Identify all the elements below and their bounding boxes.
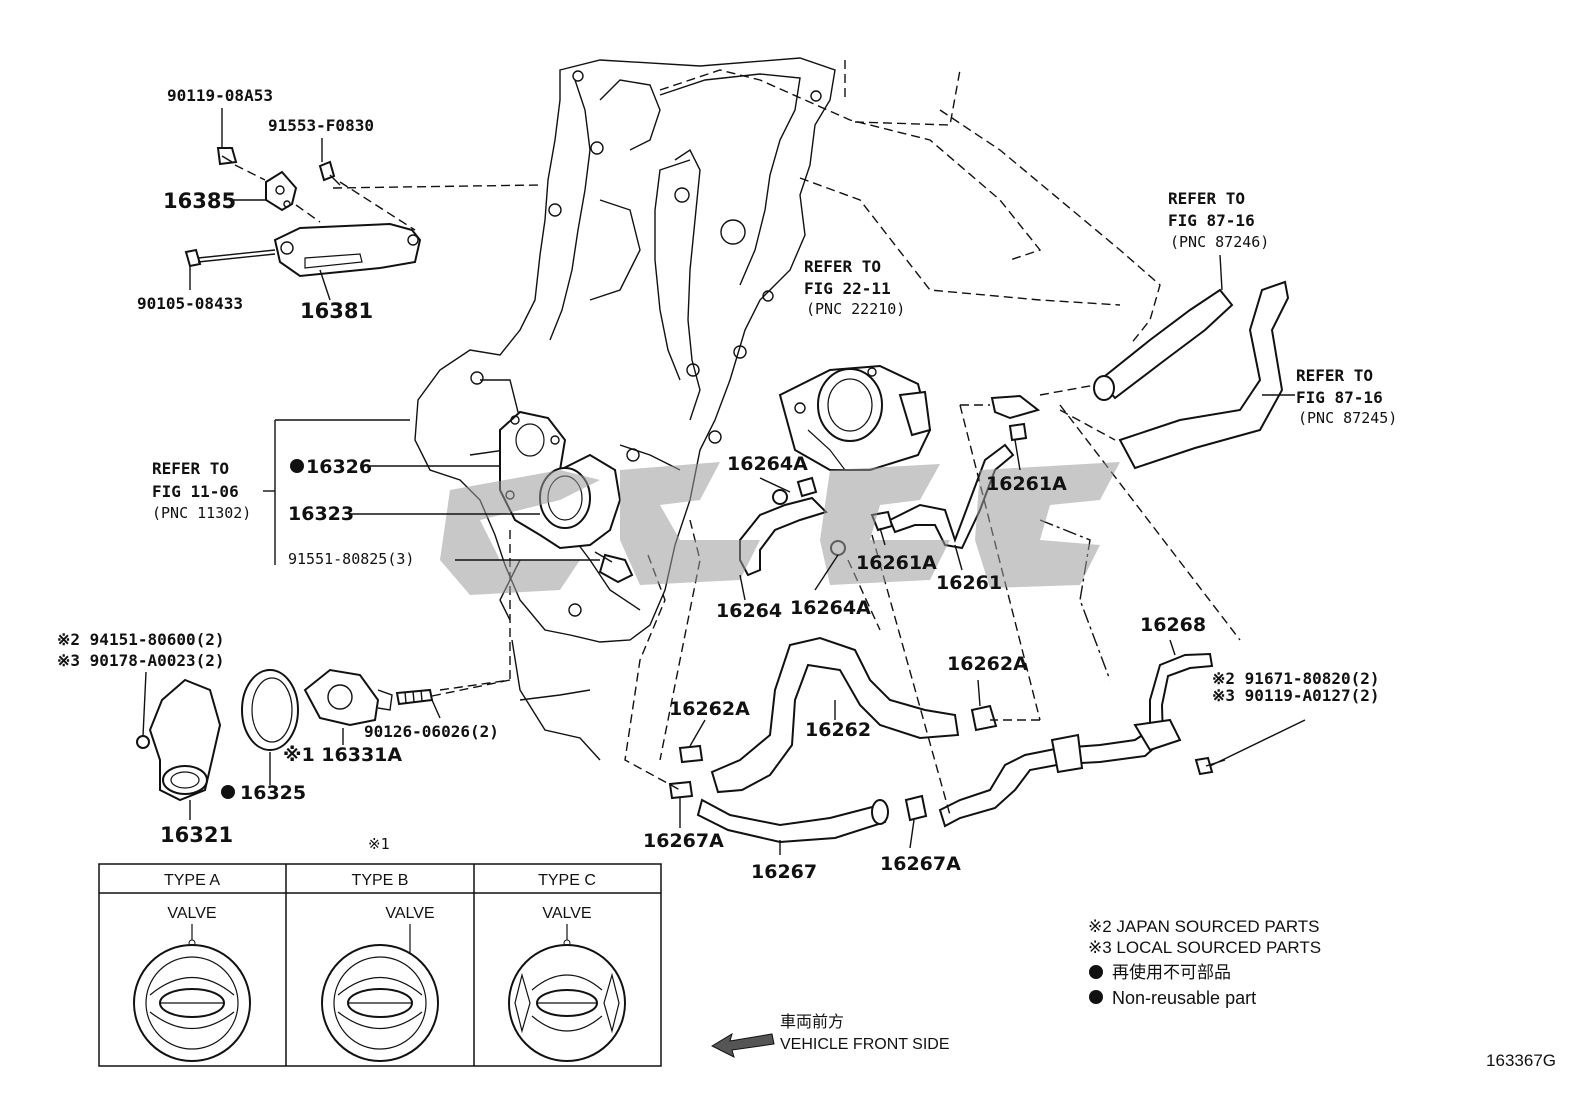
label-16262[interactable]: 16262 <box>805 719 871 741</box>
label-16261A-right[interactable]: 16261A <box>986 473 1067 495</box>
label-90126-06026[interactable]: 90126-06026(2) <box>364 722 499 741</box>
type-a-valve-label: VALVE <box>167 905 216 922</box>
type-table-ref-mark: ※1 <box>368 835 390 853</box>
label-90119-08A53[interactable]: 90119-08A53 <box>167 86 273 105</box>
type-b-thermostat-icon <box>321 924 439 1062</box>
label-16264A-bottom[interactable]: 16264A <box>790 597 871 619</box>
figure-id: 163367G <box>1486 1051 1556 1070</box>
refer-fig-22-11-line1: REFER TO <box>804 257 881 276</box>
type-c-header: TYPE C <box>538 872 596 889</box>
label-16267A-left[interactable]: 16267A <box>643 830 724 852</box>
type-a-header: TYPE A <box>164 872 220 889</box>
legend-dot-jp <box>1089 965 1103 979</box>
part-labels: 90119-08A53 91553-F0830 16385 90105-0843… <box>57 86 1397 883</box>
label-16267A-right[interactable]: 16267A <box>880 853 961 875</box>
label-90119-A0127[interactable]: ※3 90119-A0127(2) <box>1212 686 1380 705</box>
label-16385[interactable]: 16385 <box>163 189 236 213</box>
type-c-valve-label: VALVE <box>542 905 591 922</box>
vehicle-front-direction: 車両前方 VEHICLE FRONT SIDE <box>710 1013 950 1058</box>
heater-hoses <box>1093 280 1290 470</box>
legend: ※2 JAPAN SOURCED PARTS ※3 LOCAL SOURCED … <box>1088 917 1321 1008</box>
refer-fig-87-16-b-line2[interactable]: FIG 87-16 <box>1296 388 1383 407</box>
refer-fig-87-16-a-line2[interactable]: FIG 87-16 <box>1168 211 1255 230</box>
refer-fig-11-06-line3: (PNC 11302) <box>152 504 251 522</box>
direction-label-en: VEHICLE FRONT SIDE <box>780 1036 950 1053</box>
type-a-thermostat-icon <box>133 924 251 1062</box>
legend-local-sourced: ※3 LOCAL SOURCED PARTS <box>1088 938 1321 957</box>
label-91671-80820[interactable]: ※2 91671-80820(2) <box>1212 669 1380 688</box>
type-b-header: TYPE B <box>352 872 409 889</box>
type-b-valve-label: VALVE <box>385 905 434 922</box>
label-16264A-top[interactable]: 16264A <box>727 453 808 475</box>
label-16326[interactable]: 16326 <box>306 456 372 478</box>
label-16261[interactable]: 16261 <box>936 572 1002 594</box>
refer-fig-11-06-line1: REFER TO <box>152 459 229 478</box>
label-16262A-left[interactable]: 16262A <box>669 698 750 720</box>
type-c-thermostat-icon <box>508 924 626 1062</box>
label-16381[interactable]: 16381 <box>300 299 373 323</box>
legend-japan-sourced: ※2 JAPAN SOURCED PARTS <box>1088 917 1320 936</box>
leader-lines <box>142 108 1306 855</box>
label-16321[interactable]: 16321 <box>160 823 233 847</box>
legend-non-reusable-en: Non-reusable part <box>1112 988 1256 1008</box>
label-16261A-left[interactable]: 16261A <box>856 552 937 574</box>
refer-fig-87-16-a-line3: (PNC 87246) <box>1170 233 1269 251</box>
label-91553-F0830[interactable]: 91553-F0830 <box>268 116 374 135</box>
refer-fig-22-11-line2[interactable]: FIG 22-11 <box>804 279 891 298</box>
non-reusable-dot-16325 <box>221 785 235 799</box>
throttle-body <box>778 364 932 471</box>
refer-fig-11-06-line2[interactable]: FIG 11-06 <box>152 482 239 501</box>
refer-fig-87-16-b-line3: (PNC 87245) <box>1298 409 1397 427</box>
watermark <box>440 462 1120 595</box>
legend-dot-en <box>1089 990 1103 1004</box>
engine-outline <box>414 57 1161 761</box>
front-arrow-icon <box>710 1032 775 1058</box>
label-16323[interactable]: 16323 <box>288 503 354 525</box>
label-16267[interactable]: 16267 <box>751 861 817 883</box>
thermostat-parts <box>136 668 434 802</box>
hose-16262-16267 <box>668 636 998 844</box>
refer-fig-87-16-a-line1: REFER TO <box>1168 189 1245 208</box>
label-16264[interactable]: 16264 <box>716 600 782 622</box>
label-91551-80825[interactable]: 91551-80825(3) <box>288 550 414 568</box>
non-reusable-dot-16326 <box>290 459 304 473</box>
refer-fig-87-16-b-line1: REFER TO <box>1296 366 1373 385</box>
label-94151-80600[interactable]: ※2 94151-80600(2) <box>57 630 225 649</box>
label-90105-08433[interactable]: 90105-08433 <box>137 294 243 313</box>
legend-non-reusable-jp: 再使用不可部品 <box>1112 962 1231 982</box>
refer-fig-22-11-line3: (PNC 22210) <box>806 300 905 318</box>
label-90178-A0023[interactable]: ※3 90178-A0023(2) <box>57 651 225 670</box>
label-16262A-right[interactable]: 16262A <box>947 653 1028 675</box>
water-bypass-pipe <box>938 652 1226 828</box>
label-16268[interactable]: 16268 <box>1140 614 1206 636</box>
label-16325[interactable]: 16325 <box>240 782 306 804</box>
label-16331A[interactable]: ※1 16331A <box>283 744 402 766</box>
bracket-assembly <box>184 147 541 278</box>
thermostat-type-table: ※1 TYPE A TYPE B TYPE C VALVE VALVE VALV… <box>98 835 662 1067</box>
direction-label-jp: 車両前方 <box>780 1013 844 1031</box>
